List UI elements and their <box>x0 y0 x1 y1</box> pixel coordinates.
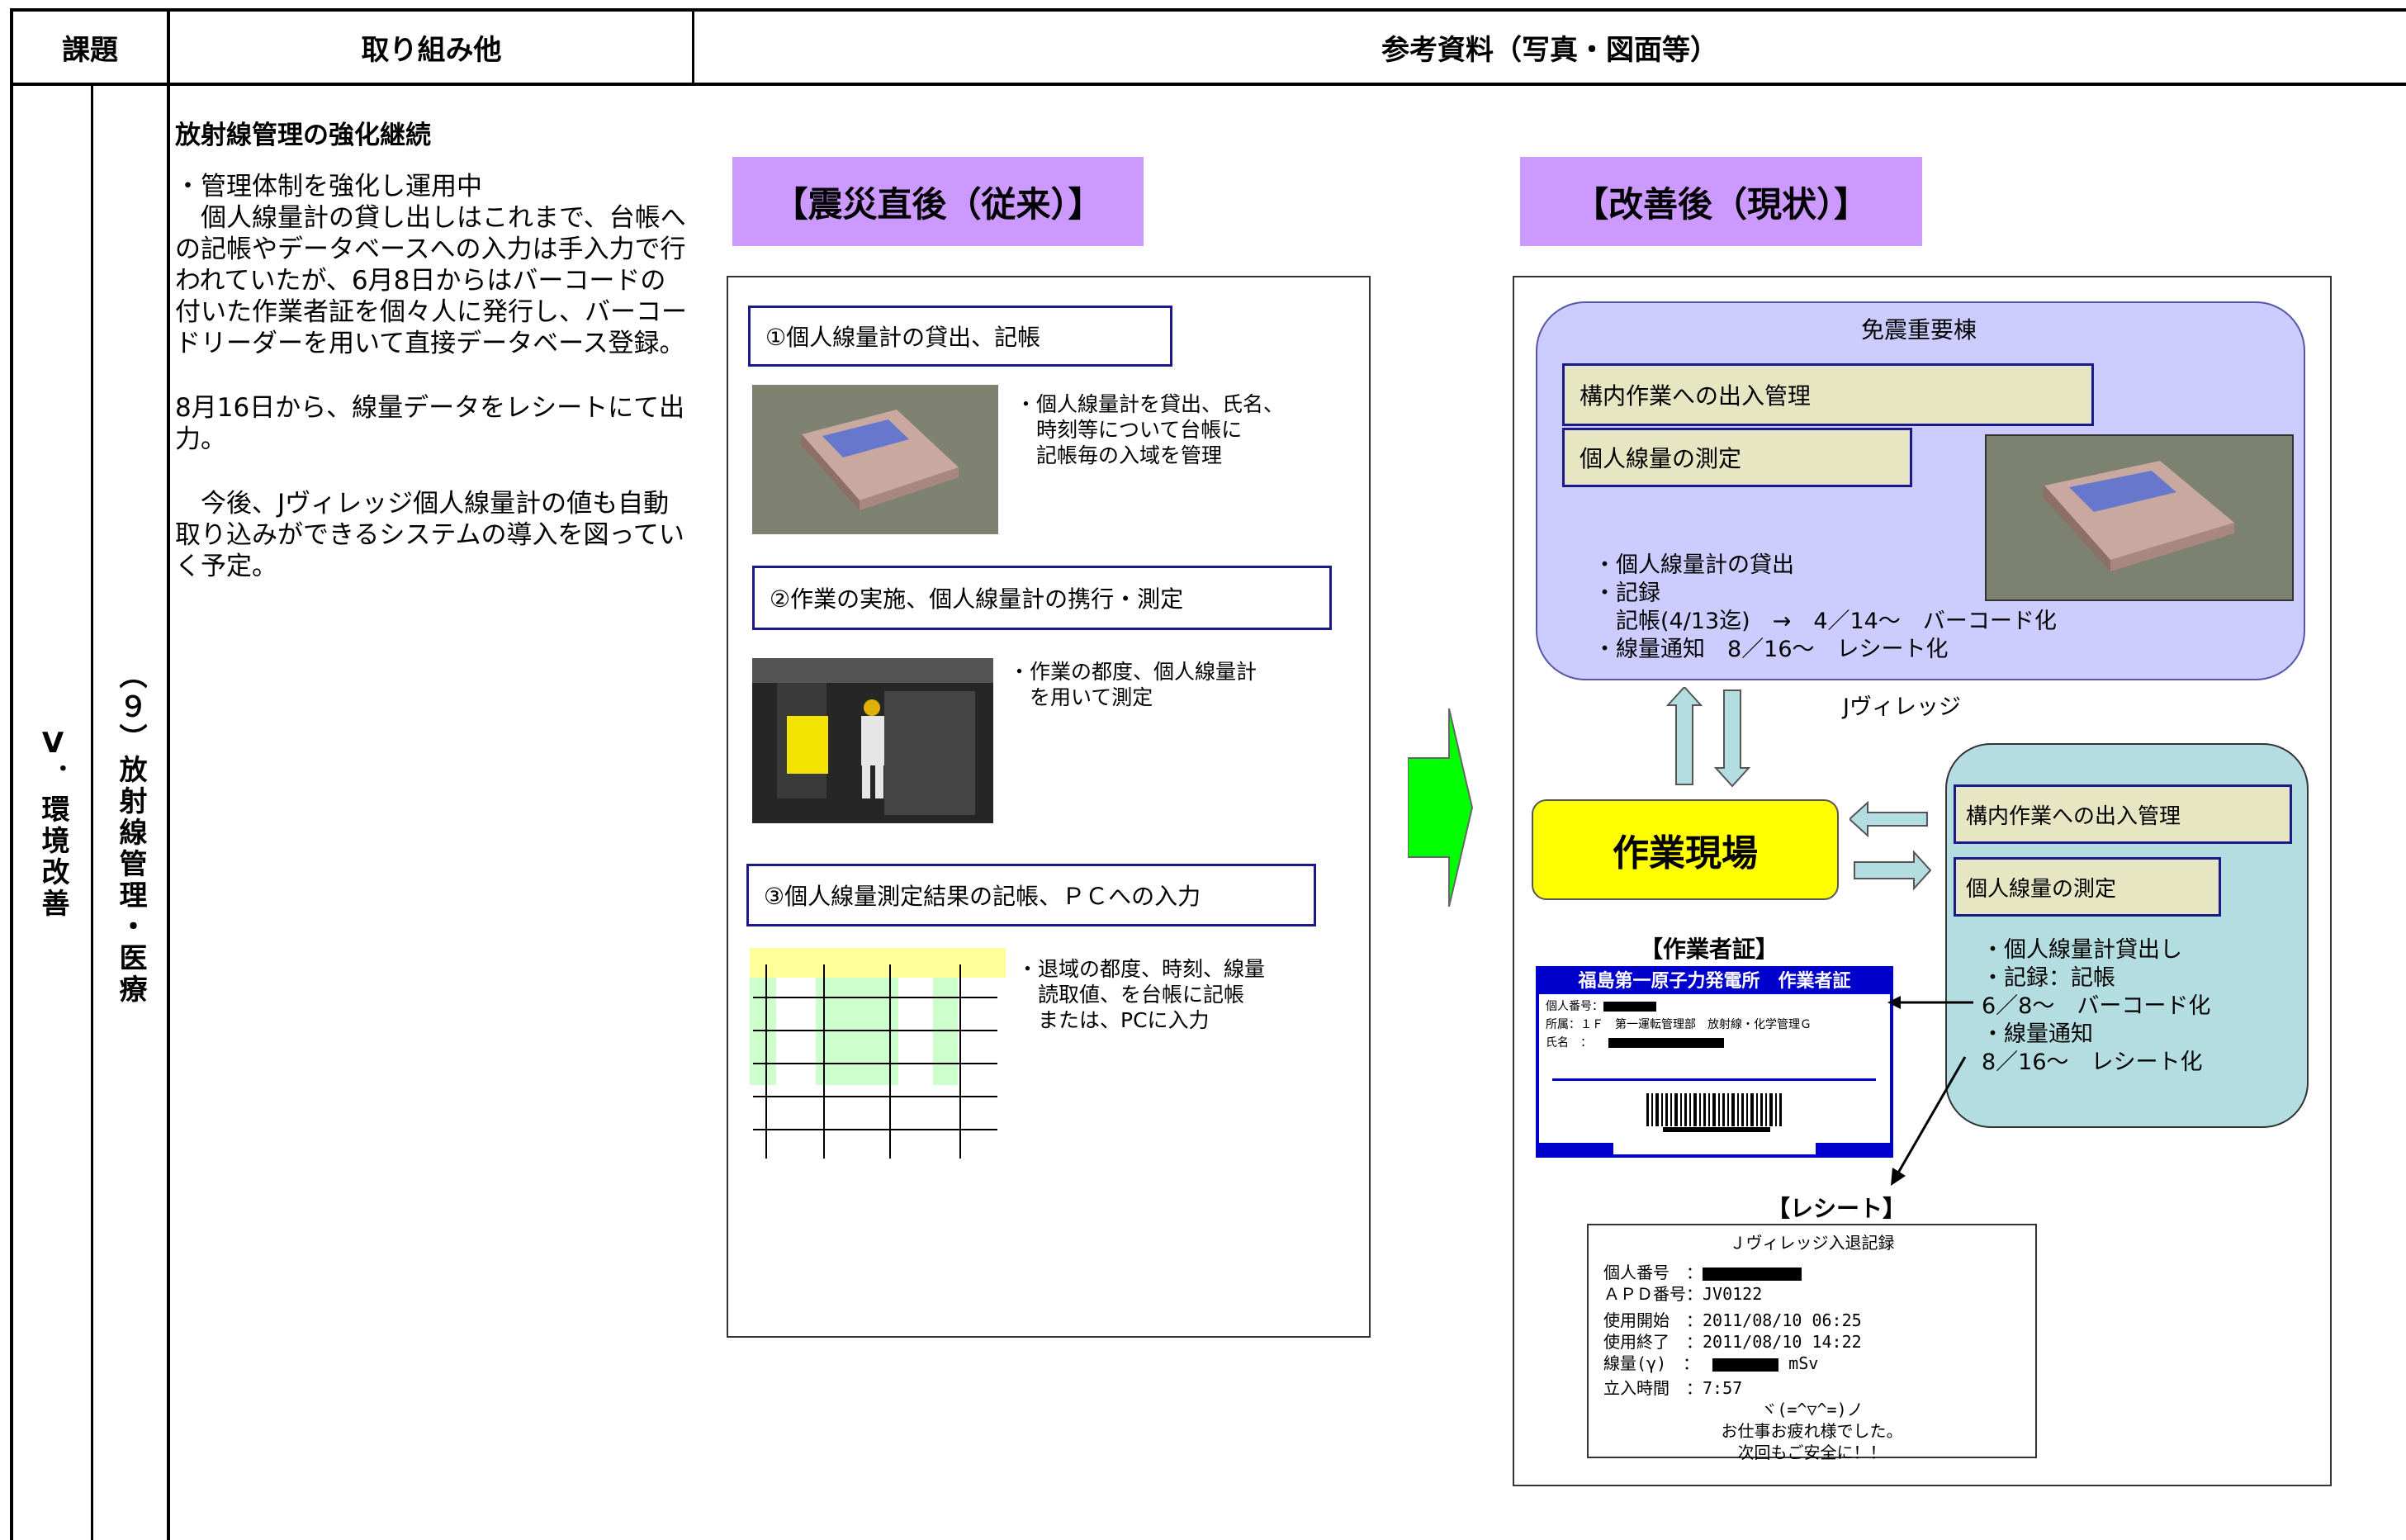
header-issue: 課題 <box>62 33 118 67</box>
worksite-box: 作業現場 <box>1532 799 1839 900</box>
card-id-label: 個人番号： <box>1546 1000 1603 1013</box>
header-references: 参考資料（写真・図面等） <box>1381 33 1718 67</box>
card-name-row: 氏名 ： <box>1546 1034 1883 1052</box>
card-name-redaction <box>1608 1038 1724 1048</box>
ledger-image <box>750 948 1006 1159</box>
jvillage-exchange-arrows-icon <box>1849 801 1932 891</box>
dosimeter-photo <box>752 385 998 534</box>
card-name-label: 氏名 ： <box>1546 1036 1592 1050</box>
jvillage-dose-measure: 個人線量の測定 <box>1954 857 2221 917</box>
card-header: 福島第一原子力発電所 作業者証 <box>1539 969 1890 994</box>
receipt-id-redaction <box>1703 1267 1802 1281</box>
receipt-face: ヾ(=^▽^=)ノ <box>1760 1400 1864 1419</box>
card-footer-left <box>1539 1143 1613 1154</box>
dosimeter-image <box>752 385 998 534</box>
left-text-column: 放射線管理の強化継続 ・管理体制を強化し運用中 個人線量計の貸し出しはこれまで、… <box>175 114 691 582</box>
worker-photo <box>752 658 993 823</box>
receipt-head: Ｊヴィレッジ入退記録 <box>1729 1233 1895 1253</box>
col-subdivider <box>91 84 93 1540</box>
table-top-border <box>10 8 2406 12</box>
sub-issue-label: （９）放射線管理・医療 <box>114 661 147 1006</box>
paragraph-1: ・管理体制を強化し運用中 個人線量計の貸し出しはこれまで、台帳への記帳やデータベ… <box>175 172 687 358</box>
paragraph-2: 8月16日から、線量データをレシートにて出力。 <box>175 393 685 454</box>
ledger-scan <box>750 948 1006 1163</box>
barcode-icon <box>1646 1093 1782 1132</box>
building-dosimeter-image <box>1987 436 2292 599</box>
receipt-dose-redaction <box>1712 1358 1779 1372</box>
receipt-dose-label: 線量(γ) ： <box>1603 1353 1700 1373</box>
header-bottom-border <box>10 83 2406 86</box>
before-step-3: ③個人線量測定結果の記帳、ＰＣへの入力 <box>746 864 1316 926</box>
building-access-control: 構内作業への出入管理 <box>1562 363 2094 426</box>
col-divider-2 <box>692 8 694 84</box>
receipt: Ｊヴィレッジ入退記録 個人番号 ： ＡＰＤ番号：JV0122 使用開始 ：201… <box>1587 1224 2037 1462</box>
receipt-start: 使用開始 ：2011/08/10 06:25 <box>1603 1310 1862 1330</box>
bidirectional-arrow-icon <box>1665 687 1751 788</box>
jvillage-access-control: 構内作業への出入管理 <box>1954 784 2292 844</box>
paragraph-3: 今後、Jヴィレッジ個人線量計の値も自動取り込みができるシステムの導入を図っていく… <box>175 489 684 581</box>
receipt-apd: ＡＰＤ番号：JV0122 <box>1603 1284 1763 1304</box>
receipt-thanks: お仕事お疲れ様でした。 <box>1721 1421 1903 1441</box>
card-dept: 所属：１Ｆ 第一運転管理部 放射線・化学管理Ｇ <box>1546 1018 1812 1031</box>
connector-arrows-icon <box>1887 996 1973 1186</box>
before-desc-2: ・作業の都度、個人線量計 を用いて測定 <box>1009 660 1257 709</box>
issue-label: Ⅴ．環境改善 <box>36 727 69 920</box>
before-step-2: ②作業の実施、個人線量計の携行・測定 <box>752 566 1332 630</box>
building-notes: ・個人線量計の貸出 ・記録 記帳(4/13迄) → 4／14～ バーコード化 ・… <box>1594 552 2057 662</box>
before-desc-3: ・退域の都度、時刻、線量 読取値、を台帳に記帳 または、PCに入力 <box>1017 957 1266 1032</box>
building-title: 免震重要棟 <box>1860 316 1977 344</box>
after-tag: 【改善後（現状）】 <box>1520 157 1922 246</box>
building-dose-measure: 個人線量の測定 <box>1562 428 1912 487</box>
worker-image <box>752 658 993 823</box>
building-dosimeter-photo <box>1985 434 2294 601</box>
receipt-time: 立入時間 ：7:57 <box>1603 1378 1743 1398</box>
receipt-id-label: 個人番号 ： <box>1603 1263 1703 1282</box>
card-id-redaction <box>1603 1002 1656 1012</box>
jvillage-notes: ・個人線量計貸出し ・記録：記帳 6／8～ バーコード化 ・線量通知 8／16～… <box>1982 937 2211 1075</box>
receipt-dose-unit: mSv <box>1788 1353 1819 1373</box>
receipt-title: 【レシート】 <box>1767 1195 1906 1222</box>
receipt-safe: 次回もご安全に！！ <box>1737 1443 1887 1462</box>
receipt-end: 使用終了 ：2011/08/10 14:22 <box>1603 1332 1862 1352</box>
worker-card-title: 【作業者証】 <box>1639 936 1778 963</box>
table-left-border <box>10 8 13 1540</box>
before-desc-1: ・個人線量計を貸出、氏名、 時刻等について台帳に 記帳毎の入域を管理 <box>1016 392 1285 467</box>
col-divider-1 <box>167 8 170 1540</box>
card-id-row: 個人番号： <box>1546 997 1883 1016</box>
before-tag: 【震災直後（従来）】 <box>732 157 1144 246</box>
receipt-id-row: 個人番号 ： <box>1603 1262 2020 1283</box>
transition-arrow-icon <box>1408 708 1474 907</box>
receipt-dose-row: 線量(γ) ： mSv <box>1603 1353 2020 1374</box>
before-step-1: ①個人線量計の貸出、記帳 <box>748 306 1172 367</box>
worker-card: 福島第一原子力発電所 作業者証 個人番号： 所属：１Ｆ 第一運転管理部 放射線・… <box>1536 966 1893 1158</box>
header-actions: 取り組み他 <box>361 33 502 67</box>
section-title: 放射線管理の強化継続 <box>175 121 431 150</box>
card-footer-right <box>1816 1143 1890 1154</box>
jvillage-label: Jヴィレッジ <box>1843 694 1961 720</box>
card-divider <box>1552 1078 1876 1081</box>
